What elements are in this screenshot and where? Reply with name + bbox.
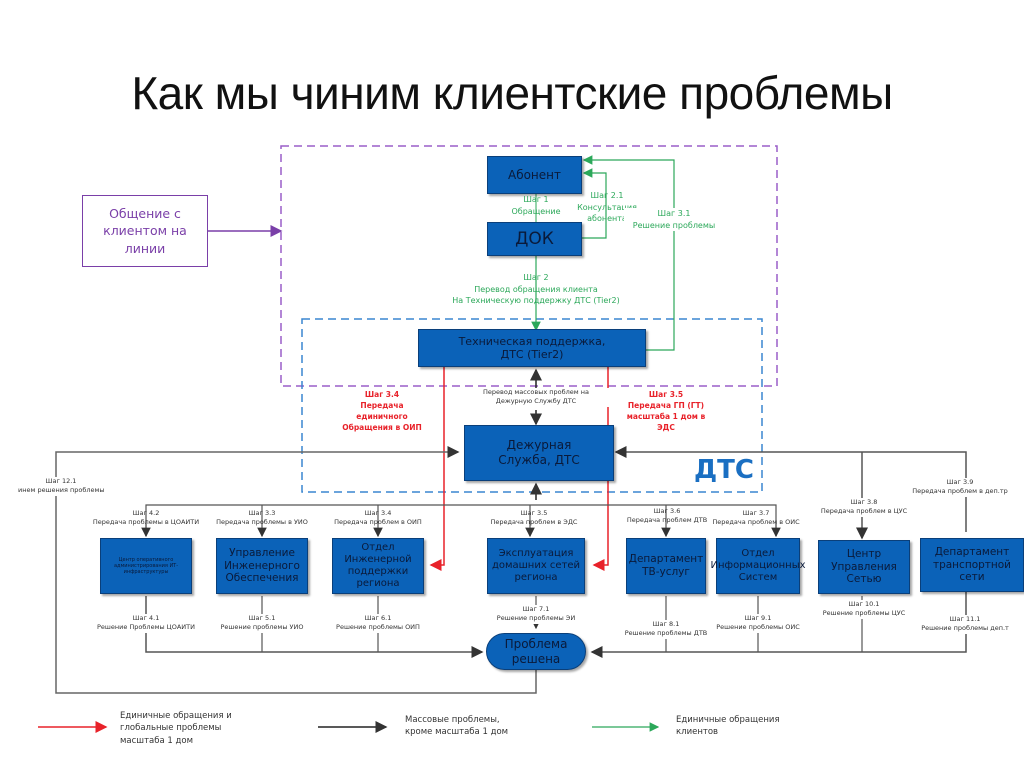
label-step41: Шаг 4.1 Решение Проблемы ЦОАИТИ (92, 614, 200, 633)
label-step51: Шаг 5.1 Решение проблемы УИО (212, 614, 312, 633)
node-uio[interactable]: Управление Инженерного Обеспечения (216, 538, 308, 594)
node-duty-service[interactable]: Дежурная Служба, ДТС (464, 425, 614, 481)
label-step38: Шаг 3.8 Передача проблем в ЦУС (818, 498, 910, 517)
label-step31: Шаг 3.1 Решение проблемы (624, 208, 724, 232)
label-step71: Шаг 7.1 Решение проблемы ЭИ (484, 605, 588, 624)
page-title: Как мы чиним клиентские проблемы (131, 67, 893, 119)
node-edn[interactable]: Эксплуатация домашних сетей региона (487, 538, 585, 594)
label-step121: Шаг 12.1 инем решения проблемы (18, 477, 105, 496)
node-resolved[interactable]: Проблема решена (486, 633, 586, 670)
legend-green-text: Единичные обращения клиентов (676, 715, 780, 738)
node-ois[interactable]: Отдел Информационных Систем (711, 538, 806, 594)
label-step42: Шаг 4.2 Передача проблемы в ЦОАИТИ (92, 509, 200, 527)
label-step81: Шаг 8.1 Решение проблемы ДТВ (618, 620, 714, 639)
label-step34b: Шаг 3.4 Передача проблем в ОИП (334, 509, 422, 527)
legend-black-text: Массовые проблемы, кроме масштаба 1 дом (405, 715, 509, 738)
label-step61: Шаг 6.1 Решение проблемы ОИП (328, 614, 428, 633)
label-step101: Шаг 10.1 Решение проблемы ЦУС (814, 600, 914, 619)
label-step35-red: Шаг 3.5 Передача ГП (ГТ) масштаба 1 дом … (626, 390, 706, 432)
label-step37: Шаг 3.7 Передача проблем в ОИС (712, 509, 800, 527)
label-mass-transfer: Перевод массовых проблем на Дежурную Слу… (458, 388, 614, 407)
legend-red-text: Единичные обращения и глобальные проблем… (120, 711, 232, 746)
node-dtv[interactable]: Департамент ТВ-услуг (626, 538, 706, 594)
node-tech-support[interactable]: Техническая поддержка, ДТС (Tier2) (418, 329, 646, 367)
label-step2: Шаг 2 Перевод обращения клиента На Техни… (452, 273, 620, 306)
label-step1: Шаг 1 Обращение (511, 195, 561, 216)
label-step33: Шаг 3.3 Передача проблемы в УИО (216, 509, 308, 527)
node-oip[interactable]: Отдел Инженерной поддержки региона (332, 538, 424, 594)
node-dts-net[interactable]: Департамент транспортной сети (920, 538, 1024, 592)
label-step34-red: Шаг 3.4 Передача единичного Обращения в … (342, 390, 422, 432)
label-step21: Шаг 2.1 Консультация абонента (577, 191, 637, 224)
client-line-box: Общение с клиентом на линии (82, 195, 208, 267)
label-step91: Шаг 9.1 Решение проблемы ОИС (710, 614, 806, 633)
online-zone-border (280, 145, 778, 387)
node-abonent[interactable]: Абонент (487, 156, 582, 194)
node-dok[interactable]: ДОК (487, 222, 582, 256)
dts-zone-label: ДТС (694, 455, 754, 485)
label-step36: Шаг 3.6 Передача проблем ДТВ (626, 507, 708, 525)
label-step111: Шаг 11.1 Решение проблемы деп.т (906, 615, 1024, 634)
node-cus[interactable]: Центр Управления Сетью (818, 540, 910, 594)
label-step39: Шаг 3.9 Передача проблем в деп.тр (896, 478, 1024, 497)
node-cda[interactable]: Центр оперативного администрирования ИТ-… (100, 538, 192, 594)
label-step35b: Шаг 3.5 Передача проблем в ЭДС (490, 509, 578, 527)
